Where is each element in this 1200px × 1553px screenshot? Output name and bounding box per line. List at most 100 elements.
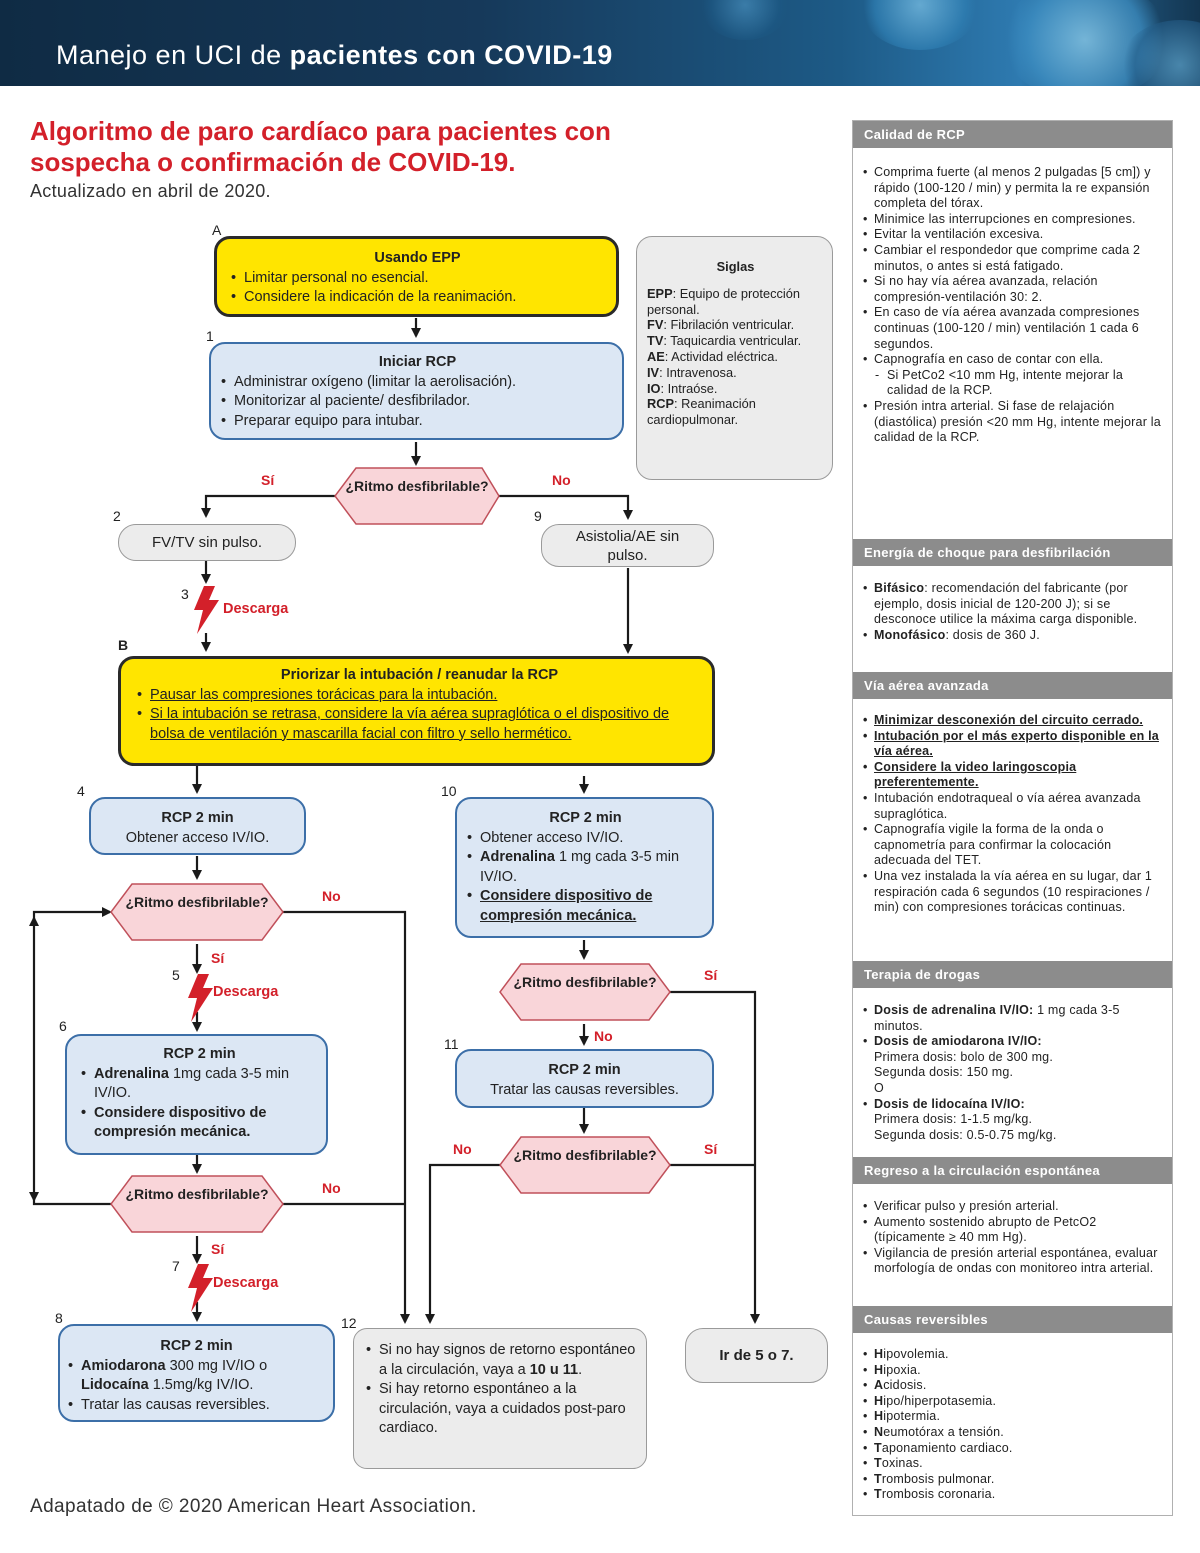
page-subtitle: Actualizado en abril de 2020.	[30, 181, 271, 201]
quality-item: Comprima fuerte (al menos 2 pulgadas [5 …	[863, 165, 1167, 212]
page-title: Algoritmo de paro cardíaco para paciente…	[30, 116, 611, 177]
cpr-box-11: RCP 2 min Tratar las causas reversibles.	[455, 1049, 714, 1108]
acronyms-title: Siglas	[716, 259, 755, 274]
no-label: No	[552, 472, 571, 488]
cpr-box-title: RCP 2 min	[163, 1046, 236, 1062]
banner-title: Manejo en UCI de pacientes con COVID-19	[56, 40, 613, 70]
section-body-rosc: Verificar pulso y presión arterial. Aume…	[863, 1199, 1167, 1277]
shock-label: Descarga	[213, 984, 279, 1000]
rhythm-question: ¿Ritmo desfibrilable?	[125, 1186, 269, 1202]
airway-item: Capnografía vigile la forma de la onda o…	[863, 822, 1167, 869]
cpr-box-item: Adrenalina 1 mg cada 3-5 min IV/IO.	[467, 848, 704, 887]
intubation-item: Si la intubación se retrasa, considere l…	[137, 705, 702, 744]
acronym-entry: AE: Actividad eléctrica.	[647, 348, 778, 364]
energy-item: Monofásico: dosis de 360 J.	[863, 628, 1167, 644]
asystole-box: Asistolia/AE sin pulso.	[541, 524, 714, 567]
rhythm-question: ¿Ritmo desfibrilable?	[125, 894, 269, 910]
start-cpr-item: Preparar equipo para intubar.	[221, 412, 614, 432]
cpr-box-text: Obtener acceso IV/IO.	[125, 829, 270, 846]
step-number: 7	[172, 1258, 180, 1274]
intubation-box: Priorizar la intubación / reanudar la RC…	[118, 656, 715, 766]
section-header-energy: Energía de choque para desfibrilación	[853, 539, 1172, 566]
arrow	[499, 494, 633, 520]
drug-item: Dosis de amiodarona IV/IO:	[863, 1034, 1167, 1050]
acronym-entry: IV: Intravenosa.	[647, 364, 737, 380]
cause-item: Taponamiento cardiaco.	[863, 1441, 1167, 1457]
acronym-entry: EPP: Equipo de protección personal.	[647, 285, 800, 317]
cpr-box-item: Obtener acceso IV/IO.	[467, 829, 704, 849]
quality-item: En caso de vía aérea avanzada compresion…	[863, 305, 1167, 352]
cause-item: Hipotermia.	[863, 1409, 1167, 1425]
ppe-item: Considere la indicación de la reanimació…	[231, 288, 604, 308]
quality-item: Presión intra arterial. Si fase de relaj…	[863, 399, 1167, 446]
cause-item: Neumotórax a tensión.	[863, 1425, 1167, 1441]
cause-item: Trombosis coronaria.	[863, 1487, 1167, 1503]
no-label: No	[453, 1141, 472, 1157]
cpr-box-title: RCP 2 min	[549, 810, 622, 826]
step-number: 3	[181, 586, 189, 602]
section-body-causes: Hipovolemia. Hipoxia. Acidosis. Hipo/hip…	[863, 1347, 1167, 1503]
quality-item: Evitar la ventilación excesiva.	[863, 227, 1167, 243]
decision-diamond	[110, 1175, 284, 1233]
rosc-item: Si no hay signos de retorno espontáneo a…	[366, 1341, 636, 1380]
start-cpr-item: Monitorizar al paciente/ desfibrilador.	[221, 392, 614, 412]
airway-item: Intubación por el más experto disponible…	[863, 729, 1167, 760]
cause-item: Hipovolemia.	[863, 1347, 1167, 1363]
airway-item: Intubación endotraqueal o vía aérea avan…	[863, 791, 1167, 822]
airway-item: Una vez instalada la vía aérea en su lug…	[863, 869, 1167, 916]
cpr-box-item: Considere dispositivo de compresión mecá…	[81, 1104, 318, 1143]
decision-diamond	[334, 467, 500, 525]
drug-line: Segunda dosis: 150 mg.	[874, 1065, 1014, 1080]
step-number: 2	[113, 508, 121, 524]
yes-label: Sí	[261, 472, 275, 488]
goto-box: Ir de 5 o 7.	[685, 1328, 828, 1383]
cpr-box-8: RCP 2 min Amiodarona 300 mg IV/IO o Lido…	[58, 1324, 335, 1422]
rhythm-question: ¿Ritmo desfibrilable?	[513, 974, 657, 990]
cpr-box-text: Tratar las causas reversibles.	[490, 1081, 679, 1098]
rosc-sign-item: Verificar pulso y presión arterial.	[863, 1199, 1167, 1215]
section-body-airway: Minimizar desconexión del circuito cerra…	[863, 713, 1167, 916]
rhythm-question: ¿Ritmo desfibrilable?	[345, 478, 489, 494]
start-cpr-box: Iniciar RCP Administrar oxígeno (limitar…	[209, 342, 624, 440]
no-label: No	[322, 1180, 341, 1196]
cpr-box-6: RCP 2 min Adrenalina 1mg cada 3-5 min IV…	[65, 1034, 328, 1155]
rosc-sign-item: Vigilancia de presión arterial espontáne…	[863, 1246, 1167, 1277]
cpr-box-title: RCP 2 min	[161, 810, 234, 826]
quality-subitem: Si PetCo2 <10 mm Hg, intente mejorar la …	[863, 368, 1167, 399]
cpr-box-title: RCP 2 min	[160, 1338, 233, 1354]
section-header-causes: Causas reversibles	[853, 1306, 1172, 1333]
acronym-entry: FV: Fibrilación ventricular.	[647, 317, 795, 333]
cpr-box-4: RCP 2 min Obtener acceso IV/IO.	[89, 797, 306, 855]
arrow	[201, 494, 335, 518]
arrow	[670, 990, 760, 1324]
section-body-energy: Bifásico: recomendación del fabricante (…	[863, 581, 1167, 643]
step-label-b: B	[118, 637, 129, 653]
section-body-quality: Comprima fuerte (al menos 2 pulgadas [5 …	[863, 165, 1167, 446]
sidebar-panel: Calidad de RCP Comprima fuerte (al menos…	[852, 120, 1173, 1516]
decision-diamond	[110, 883, 284, 941]
step-number: 12	[341, 1315, 357, 1331]
intubation-item: Pausar las compresiones torácicas para l…	[137, 686, 702, 706]
ppe-box: Usando EPP Limitar personal no esencial.…	[214, 236, 619, 317]
step-label-a: A	[212, 222, 222, 238]
start-cpr-item: Administrar oxígeno (limitar la aerolisa…	[221, 373, 614, 393]
section-header-rosc: Regreso a la circulación espontánea	[853, 1157, 1172, 1184]
arrow	[425, 1163, 500, 1324]
quality-item: Cambiar el respondedor que comprime cada…	[863, 243, 1167, 274]
quality-item: Minimice las interrupciones en compresio…	[863, 212, 1167, 228]
yes-label: Sí	[211, 1241, 225, 1257]
airway-item: Considere la video laringoscopia prefere…	[863, 760, 1167, 791]
drug-item: Dosis de lidocaína IV/IO:	[863, 1097, 1167, 1113]
cause-item: Hipo/hiperpotasemia.	[863, 1394, 1167, 1410]
cause-item: Toxinas.	[863, 1456, 1167, 1472]
airway-item: Minimizar desconexión del circuito cerra…	[863, 713, 1167, 729]
acronym-entry: IO: Intraóse.	[647, 380, 718, 396]
no-label: No	[322, 888, 341, 904]
cause-item: Acidosis.	[863, 1378, 1167, 1394]
no-label: No	[594, 1028, 613, 1044]
step-number: 1	[206, 328, 214, 344]
step-number: 6	[59, 1018, 67, 1034]
rosc-sign-item: Aumento sostenido abrupto de PetcO2 (típ…	[863, 1215, 1167, 1246]
acronym-entry: RCP: Reanimación cardiopulmonar.	[647, 396, 756, 428]
header-banner: Manejo en UCI de pacientes con COVID-19	[0, 0, 1200, 86]
